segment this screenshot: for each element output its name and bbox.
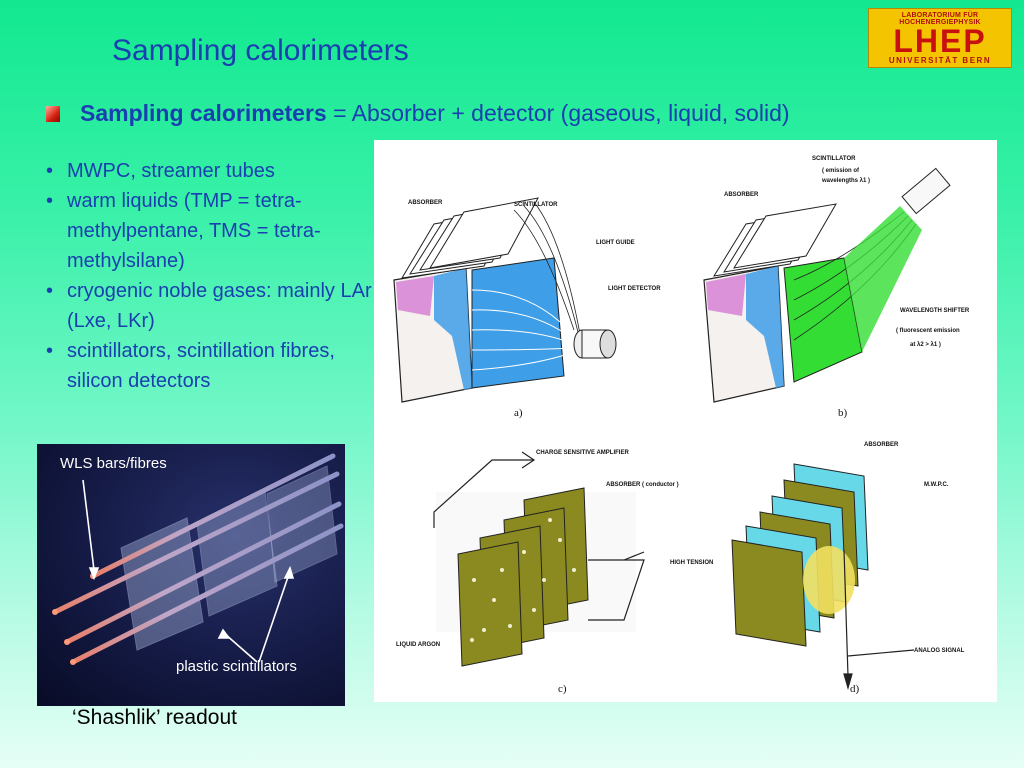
lhep-logo: LABORATORIUM FÜR HOCHENERGIEPHYSIK LHEP … bbox=[868, 8, 1012, 68]
svg-text:b): b) bbox=[838, 407, 848, 419]
svg-text:WAVELENGTH SHIFTER: WAVELENGTH SHIFTER bbox=[900, 308, 970, 314]
diagram-c: CHARGE SENSITIVE AMPLIFIER ABSORBER ( co… bbox=[396, 450, 713, 695]
headline-bold: Sampling calorimeters bbox=[80, 100, 327, 126]
photo-label-wls: WLS bars/fibres bbox=[60, 455, 167, 472]
photo-caption: ‘Shashlik’ readout bbox=[72, 706, 237, 729]
svg-text:ABSORBER ( conductor ): ABSORBER ( conductor ) bbox=[606, 482, 679, 488]
shashlik-illustration bbox=[52, 453, 344, 665]
svg-text:LIGHT GUIDE: LIGHT GUIDE bbox=[596, 240, 635, 246]
logo-line-3: UNIVERSITÄT BERN bbox=[888, 56, 992, 65]
diagram-d: ABSORBER M.W.P.C. ANALOG SIGNAL d) bbox=[731, 442, 965, 695]
headline: Sampling calorimeters = Absorber + detec… bbox=[80, 100, 790, 127]
svg-text:( emission of: ( emission of bbox=[822, 168, 860, 174]
svg-text:at λ2 > λ1 ): at λ2 > λ1 ) bbox=[910, 342, 941, 348]
square-bullet-icon bbox=[46, 106, 60, 122]
bullet-list: MWPC, streamer tubes warm liquids (TMP =… bbox=[44, 156, 374, 396]
svg-text:ABSORBER: ABSORBER bbox=[408, 200, 443, 206]
svg-text:CHARGE SENSITIVE AMPLIFIER: CHARGE SENSITIVE AMPLIFIER bbox=[536, 450, 629, 456]
list-item: scintillators, scintillation fibres, sil… bbox=[44, 336, 374, 396]
schematics-svg: ABSORBER SCINTILLATOR LIGHT GUIDE LIGHT … bbox=[393, 156, 970, 695]
slide-title: Sampling calorimeters bbox=[112, 34, 409, 67]
svg-text:SCINTILLATOR: SCINTILLATOR bbox=[812, 156, 856, 162]
shashlik-photo bbox=[37, 444, 345, 706]
logo-line-2: LHEP bbox=[893, 23, 987, 59]
svg-text:LIGHT DETECTOR: LIGHT DETECTOR bbox=[608, 286, 661, 292]
logo-line-1: LABORATORIUM FÜR HOCHENERGIEPHYSIK bbox=[899, 12, 981, 26]
diagram-a: ABSORBER SCINTILLATOR LIGHT GUIDE LIGHT … bbox=[393, 197, 661, 419]
svg-text:c): c) bbox=[558, 683, 567, 695]
list-item: MWPC, streamer tubes bbox=[44, 156, 374, 186]
svg-text:wavelengths λ1 ): wavelengths λ1 ) bbox=[821, 178, 870, 184]
svg-text:ABSORBER: ABSORBER bbox=[724, 192, 759, 198]
photo-label-scintillators: plastic scintillators bbox=[176, 658, 297, 675]
svg-text:d): d) bbox=[850, 683, 860, 695]
svg-text:SCINTILLATOR: SCINTILLATOR bbox=[514, 202, 558, 208]
svg-text:( fluorescent emission: ( fluorescent emission bbox=[896, 328, 960, 334]
svg-text:a): a) bbox=[514, 407, 523, 419]
svg-text:HIGH TENSION: HIGH TENSION bbox=[670, 560, 713, 566]
headline-rest: = Absorber + detector (gaseous, liquid, … bbox=[326, 100, 790, 126]
svg-text:LIQUID ARGON: LIQUID ARGON bbox=[396, 642, 440, 648]
svg-text:ABSORBER: ABSORBER bbox=[864, 442, 899, 448]
svg-text:ANALOG SIGNAL: ANALOG SIGNAL bbox=[914, 648, 965, 654]
svg-text:M.W.P.C.: M.W.P.C. bbox=[924, 482, 949, 488]
calorimeter-schematics: ABSORBER SCINTILLATOR LIGHT GUIDE LIGHT … bbox=[374, 140, 997, 702]
list-item: warm liquids (TMP = tetra-methylpentane,… bbox=[44, 186, 374, 276]
list-item: cryogenic noble gases: mainly LAr (Lxe, … bbox=[44, 276, 374, 336]
diagram-b: SCINTILLATOR ( emission of wavelengths λ… bbox=[703, 156, 970, 419]
